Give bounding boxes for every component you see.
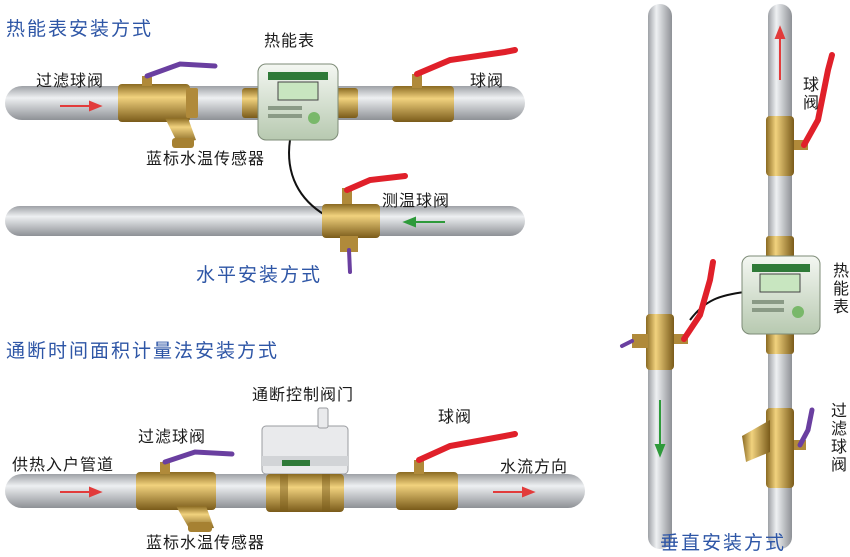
label-filter-ball-valve-bottom: 过滤球阀 (138, 427, 207, 446)
filter-ball-valve-icon (742, 407, 815, 488)
ball-valve-icon (392, 47, 518, 122)
on-off-control-valve-icon (261, 407, 349, 512)
label-vertical-ball-valve: 球阀 (800, 76, 819, 112)
sensor-wire (288, 139, 326, 216)
heat-meter-icon (741, 236, 821, 354)
flow-arrow-icon (654, 400, 666, 458)
label-blue-temp-sensor-top: 蓝标水温传感器 (146, 149, 266, 168)
title-heat-meter-install: 热能表安装方式 (6, 18, 154, 40)
flow-arrow-icon (774, 25, 786, 80)
label-heat-meter-top: 热能表 (264, 31, 316, 50)
flow-arrow-icon (60, 100, 103, 112)
label-vertical-filter-ball-valve: 过滤球阀 (828, 402, 847, 474)
label-ball-valve-top: 球阀 (470, 71, 505, 90)
title-horizontal-install: 水平安装方式 (196, 264, 323, 286)
label-water-flow-direction: 水流方向 (500, 457, 569, 476)
heat-meter-icon (242, 63, 358, 141)
label-filter-ball-valve-top: 过滤球阀 (36, 71, 105, 90)
temperature-ball-valve-icon (322, 173, 408, 274)
flow-arrow-icon (493, 486, 536, 498)
temperature-ball-valve-icon (620, 259, 716, 370)
flow-arrow-icon (60, 486, 103, 498)
title-time-area-install: 通断时间面积计量法安装方式 (6, 340, 280, 362)
label-temp-ball-valve: 测温球阀 (382, 191, 451, 210)
label-vertical-heat-meter: 热能表 (830, 262, 849, 316)
vertical-pipe-left (648, 4, 672, 549)
ball-valve-icon (766, 52, 835, 176)
label-heating-inlet-pipe: 供热入户管道 (12, 455, 115, 474)
ball-valve-icon (396, 431, 518, 510)
pipe-top-2 (5, 206, 525, 236)
title-vertical-install: 垂直安装方式 (660, 532, 787, 554)
flow-arrow-icon (402, 216, 445, 228)
filter-ball-valve-icon (136, 449, 235, 532)
label-ball-valve-bottom: 球阀 (438, 407, 473, 426)
label-on-off-valve: 通断控制阀门 (252, 385, 355, 404)
sensor-wire (689, 291, 746, 321)
label-blue-temp-sensor-bottom: 蓝标水温传感器 (146, 533, 266, 552)
filter-ball-valve-icon (118, 61, 218, 148)
